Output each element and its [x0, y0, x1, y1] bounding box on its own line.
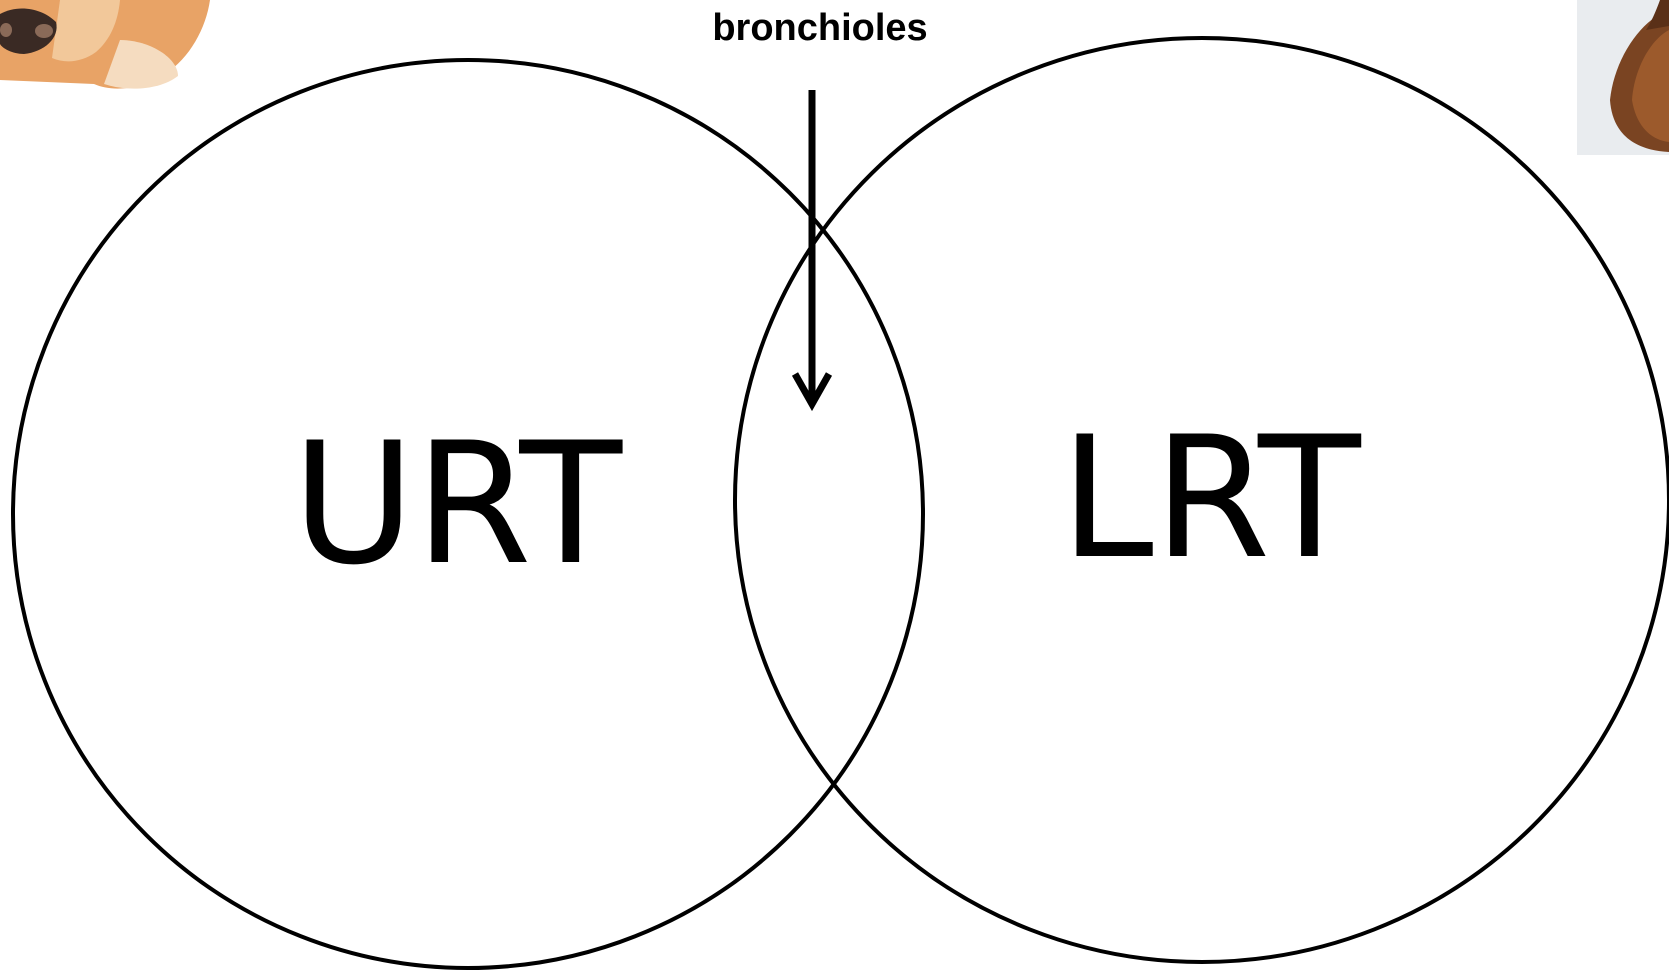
cartoon-animal-clip-art [0, 0, 210, 89]
lrt-circle [733, 36, 1669, 964]
animal-photo [1577, 0, 1669, 155]
bronchioles-callout-label: bronchioles [712, 7, 928, 49]
callout-arrow [791, 90, 833, 412]
lrt-set-label: LRT [1060, 400, 1361, 596]
urt-circle [11, 58, 925, 970]
urt-set-label: URT [292, 406, 623, 602]
